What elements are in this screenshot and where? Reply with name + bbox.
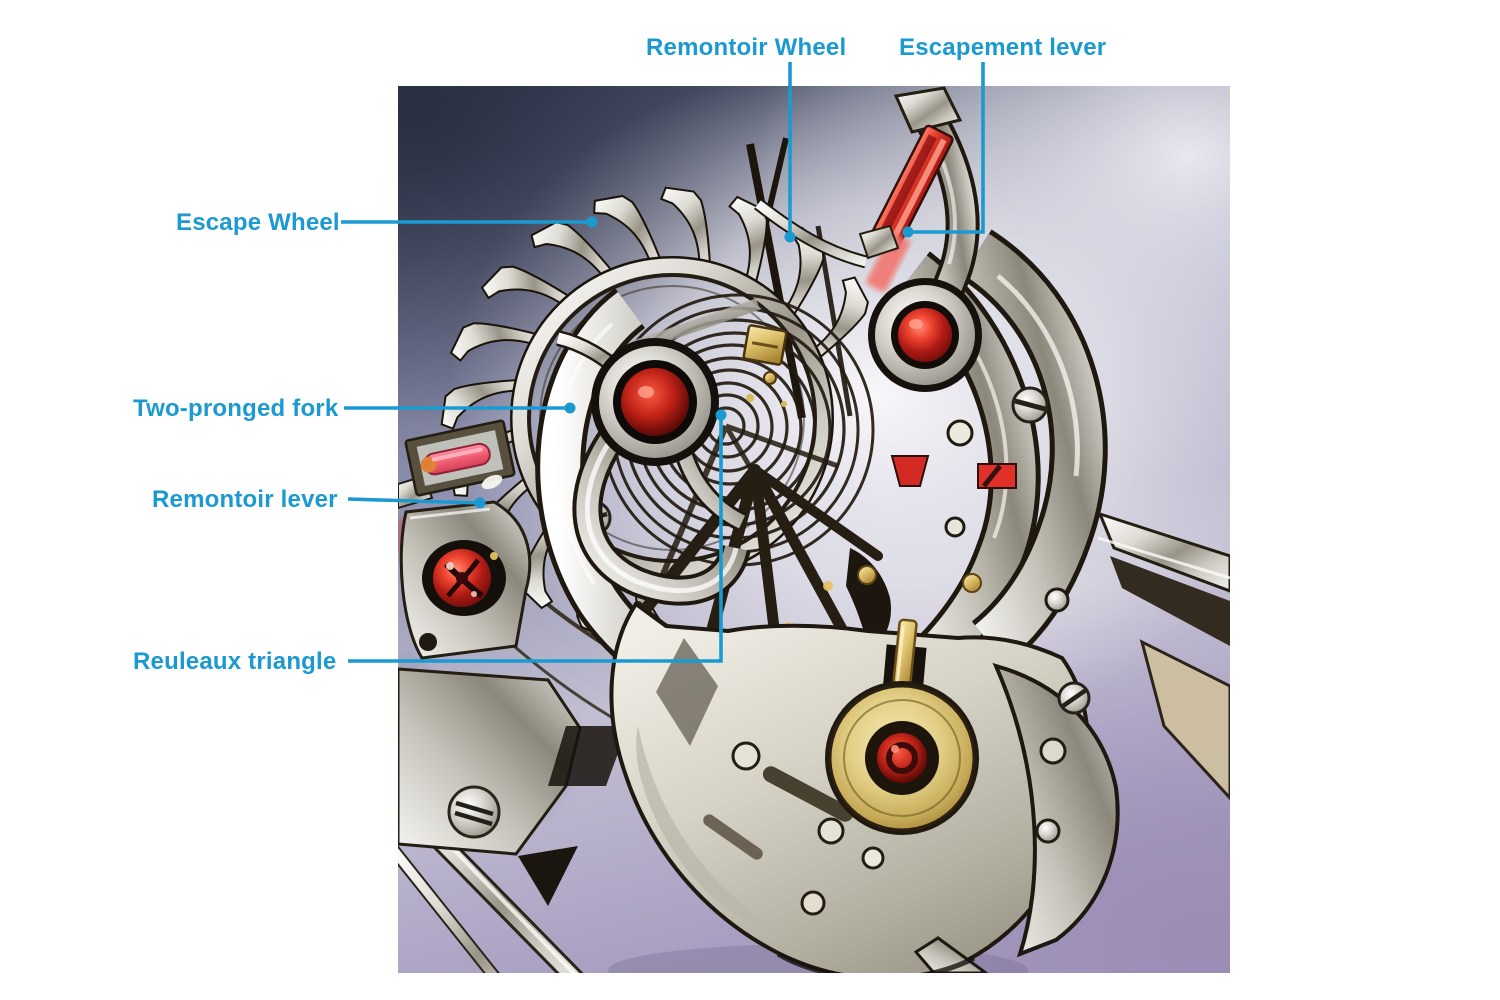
left-jewel-cock: [399, 500, 532, 660]
bridge-hole-small: [944, 516, 966, 538]
gold-wheel: [825, 618, 979, 835]
remontoir-thin-lever: [754, 198, 868, 269]
left-plate-screw: [447, 785, 501, 839]
remontoir-wheel-hub: [742, 324, 788, 407]
right-bridge: [944, 229, 1108, 667]
escapement-photo: [398, 86, 1230, 973]
upper-right-jewel: [868, 278, 982, 392]
label-remontoir-wheel: Remontoir Wheel: [646, 34, 847, 61]
label-escapement-lever: Escapement lever: [899, 34, 1107, 61]
mid-right-stones: [846, 455, 1017, 652]
bridge-hole: [946, 419, 974, 447]
bottom-wedge: [776, 936, 989, 973]
bottom-right-screw: [1057, 681, 1091, 715]
label-remontoir-lever: Remontoir lever: [152, 486, 338, 513]
bottom-right-plate: [992, 662, 1120, 958]
label-two-pronged-fork: Two-pronged fork: [133, 395, 339, 422]
bridge-rivet: [1044, 587, 1070, 613]
balance-jewel: [591, 338, 719, 466]
left-bar-plate: [398, 667, 628, 906]
escapement-photo-art: [398, 86, 1230, 973]
label-reuleaux-triangle: Reuleaux triangle: [133, 648, 337, 675]
right-edge-arm: [1097, 511, 1230, 801]
bridge-screw: [1011, 386, 1049, 424]
label-escape-wheel: Escape Wheel: [176, 209, 340, 236]
